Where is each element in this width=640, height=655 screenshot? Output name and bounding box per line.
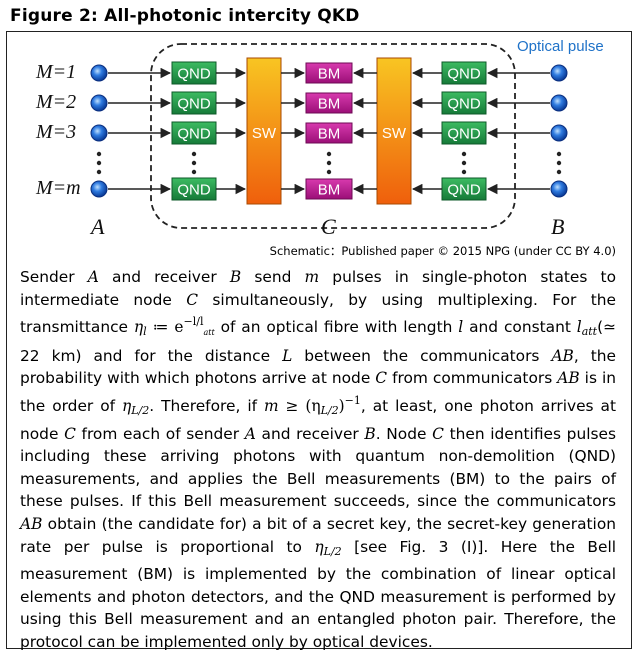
sender-pulses xyxy=(90,64,108,198)
pulse-icon xyxy=(550,124,568,142)
left-qnd-column: QND QND QND QND xyxy=(171,61,217,201)
node-label-a: A xyxy=(89,214,105,239)
figure-title: Figure 2: All-photonic intercity QKD xyxy=(10,6,360,26)
switch-to-bm-arrows xyxy=(281,67,377,195)
optical-pulse-label: Optical pulse xyxy=(517,38,604,55)
right-qnd-column: QND QND QND QND xyxy=(441,61,487,201)
qnd-label: QND xyxy=(447,66,481,83)
qnd-label: QND xyxy=(177,182,211,199)
qnd-label: QND xyxy=(447,96,481,113)
switch-label: SW xyxy=(252,125,277,142)
qnd-to-switch-arrows-left xyxy=(216,67,247,195)
qnd-label: QND xyxy=(177,66,211,83)
qkd-schematic: Optical pulse M=1 M=2 M=3 M=m xyxy=(35,38,604,239)
bm-label: BM xyxy=(318,126,341,143)
right-switch: SW xyxy=(376,57,412,205)
qnd-to-switch-arrows-right xyxy=(411,67,442,195)
node-c-boundary xyxy=(150,43,516,229)
pulse-icon xyxy=(90,94,108,112)
pulse-icon xyxy=(550,94,568,112)
image-credit: Schematic：Published paper © 2015 NPG (un… xyxy=(269,244,616,258)
ellipsis-dot-icon xyxy=(96,169,102,175)
ellipsis-dot-icon xyxy=(556,160,562,166)
bm-label: BM xyxy=(318,66,341,83)
input-arrows-right xyxy=(486,67,550,195)
node-label-b: B xyxy=(551,214,564,239)
qnd-label: QND xyxy=(447,182,481,199)
pulse-icon xyxy=(90,124,108,142)
ellipsis-dot-icon xyxy=(96,151,102,157)
bm-label: BM xyxy=(318,96,341,113)
row-label-mm: M=m xyxy=(35,177,81,199)
pulse-icon xyxy=(550,64,568,82)
description-paragraph: Sender A and receiver B send m pulses in… xyxy=(20,268,617,651)
pulse-icon xyxy=(90,180,108,198)
receiver-pulses xyxy=(550,64,568,198)
ellipsis-dot-icon xyxy=(556,151,562,157)
node-label-c: C xyxy=(321,214,336,239)
bm-label: BM xyxy=(318,182,341,199)
ellipsis-dot-icon xyxy=(556,169,562,175)
pulse-icon xyxy=(90,64,108,82)
bm-column: BM BM BM BM xyxy=(305,62,353,200)
left-switch: SW xyxy=(246,57,282,205)
qnd-label: QND xyxy=(177,126,211,143)
ellipsis-dot-icon xyxy=(96,160,102,166)
input-arrows-left xyxy=(108,67,172,195)
row-label-m1: M=1 xyxy=(35,61,76,83)
row-label-m3: M=3 xyxy=(35,121,76,143)
figure-frame xyxy=(6,31,632,649)
qnd-label: QND xyxy=(177,96,211,113)
row-label-m2: M=2 xyxy=(35,91,76,113)
pulse-icon xyxy=(550,180,568,198)
qnd-label: QND xyxy=(447,126,481,143)
switch-label: SW xyxy=(382,125,407,142)
